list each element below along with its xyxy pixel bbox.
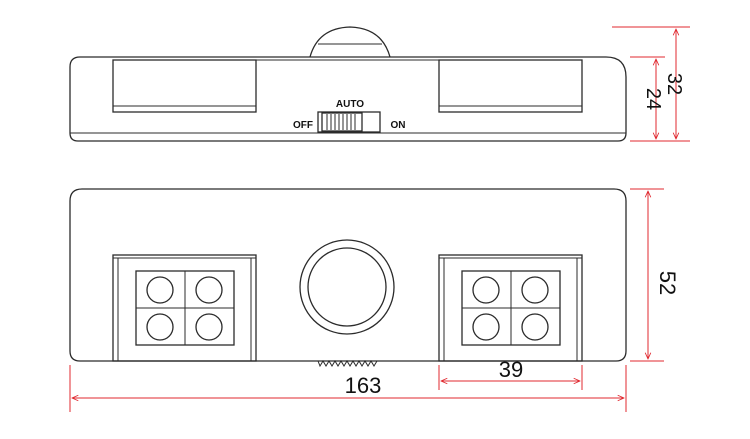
front-right-window: [438, 59, 583, 113]
dim-total-height-label: 32: [663, 73, 685, 95]
switch-teeth: [317, 360, 378, 368]
pir-dome-front: [309, 26, 391, 58]
right-led-2: [521, 276, 549, 304]
top-body-outline: [69, 188, 627, 362]
left-led-1: [146, 276, 174, 304]
top-dimensions: 52 163 39: [69, 188, 680, 412]
left-led-4: [195, 313, 223, 341]
right-led-module: [438, 254, 583, 362]
front-left-window: [112, 59, 257, 113]
dim-body-height-label: 24: [642, 88, 664, 110]
front-body-outline: [69, 56, 627, 142]
dim-module-width-label: 39: [499, 357, 523, 382]
dim-depth-label: 52: [655, 271, 680, 295]
left-led-3: [146, 313, 174, 341]
mode-switch-slot: [317, 111, 381, 133]
right-led-3: [472, 313, 500, 341]
switch-auto-label: AUTO: [336, 99, 364, 110]
dim-length-label: 163: [345, 373, 382, 398]
right-led-4: [521, 313, 549, 341]
right-led-1: [472, 276, 500, 304]
left-led-2: [195, 276, 223, 304]
switch-off-label: OFF: [293, 120, 313, 131]
mode-switch-knob[interactable]: [321, 112, 363, 132]
left-led-module: [112, 254, 257, 362]
pir-sensor-outer: [299, 239, 395, 335]
mode-switch-grip: [326, 114, 356, 130]
pir-sensor-lens: [307, 247, 387, 327]
front-view: AUTO OFF ON: [69, 26, 627, 142]
switch-on-label: ON: [391, 120, 406, 131]
top-view: [69, 188, 627, 368]
front-dimensions: 32 24: [612, 26, 690, 142]
